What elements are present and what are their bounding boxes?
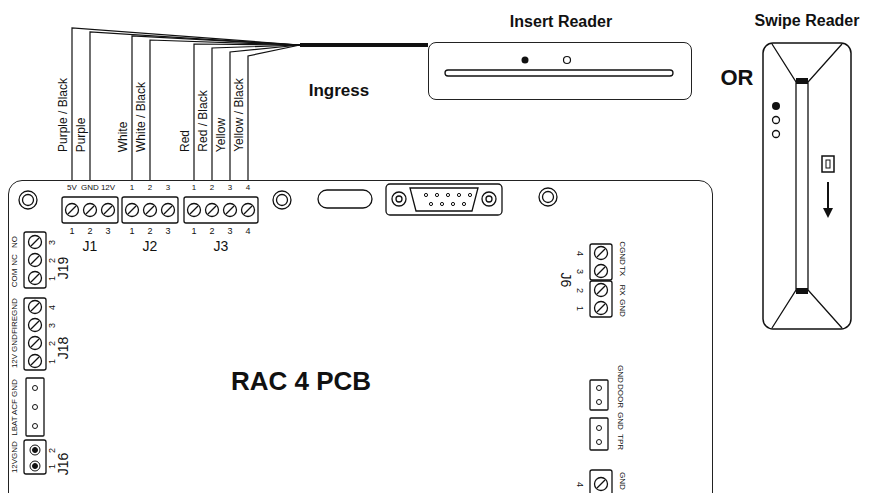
wire-color-label: Purple bbox=[75, 117, 87, 152]
wire-color-label: White bbox=[117, 121, 129, 152]
pin-label: 4 bbox=[575, 481, 584, 486]
reader-title: Insert Reader bbox=[510, 14, 612, 30]
pin-label: 2 bbox=[147, 227, 152, 236]
pin-label: 4 bbox=[575, 250, 584, 255]
card-reader: Insert Reader bbox=[428, 42, 692, 100]
db9-pins bbox=[424, 193, 471, 205]
pin-label: GND bbox=[618, 472, 626, 490]
pin-label: 1 bbox=[69, 227, 74, 236]
connector-name: J6 bbox=[559, 273, 573, 288]
pin-label: 1 bbox=[575, 305, 584, 310]
card-reader: Swipe Reader bbox=[762, 42, 852, 330]
pin-label: GND bbox=[616, 365, 624, 383]
reader-title: Swipe Reader bbox=[755, 13, 860, 29]
pin-label: 3 bbox=[575, 268, 584, 273]
pin-label: 3 bbox=[105, 227, 110, 236]
pin-label: GND bbox=[616, 412, 624, 430]
wire bbox=[90, 32, 428, 180]
wire-color-label: Red bbox=[179, 130, 191, 152]
pin-label: 12V bbox=[11, 459, 19, 473]
connector-name: J16 bbox=[56, 453, 70, 476]
pin-label: ACF bbox=[11, 399, 19, 415]
annotation-text: OR bbox=[721, 67, 754, 89]
pin-label: 2 bbox=[148, 184, 152, 192]
insert-reader-body bbox=[429, 43, 690, 98]
pin-label: 2 bbox=[87, 227, 92, 236]
pin-label: 12V bbox=[101, 184, 115, 192]
wire-color-label: Yellow bbox=[215, 118, 227, 152]
pin-label: GND bbox=[11, 298, 19, 316]
pin-label: 2 bbox=[210, 184, 214, 192]
pin-label: GND bbox=[618, 299, 626, 317]
pin-label: 3 bbox=[48, 322, 57, 327]
pin-label: 4 bbox=[246, 184, 250, 192]
pin-label: 5V bbox=[67, 184, 77, 192]
pin-label: 12V bbox=[11, 354, 19, 368]
pin-label: 2 bbox=[48, 447, 57, 452]
pin-label: 2 bbox=[575, 287, 584, 292]
pin-label: LBAT bbox=[11, 416, 19, 435]
wire bbox=[212, 45, 428, 180]
connector-name: J3 bbox=[214, 239, 229, 253]
pin-label: GND bbox=[81, 184, 99, 192]
pin-label: 1 bbox=[130, 184, 134, 192]
pin-label: 3 bbox=[165, 227, 170, 236]
pin-label: 3 bbox=[48, 239, 57, 244]
annotation-text: Ingress bbox=[309, 82, 369, 99]
pin-label: 1 bbox=[191, 227, 196, 236]
pin-label: 2 bbox=[209, 227, 214, 236]
wire bbox=[72, 28, 428, 180]
wire bbox=[194, 44, 428, 180]
pin-label: 3 bbox=[166, 184, 170, 192]
header-pins bbox=[30, 386, 602, 472]
pin-label: FIRE bbox=[11, 316, 19, 334]
pin-label: NC bbox=[11, 254, 19, 266]
terminal-blocks bbox=[19, 184, 612, 493]
wire-color-label: White / Black bbox=[135, 82, 147, 152]
pin-label: GND bbox=[11, 334, 19, 352]
pin-label: COM bbox=[11, 269, 19, 288]
terminal-screws bbox=[29, 204, 608, 491]
pin-label: NO bbox=[11, 236, 19, 248]
pin-label: 1 bbox=[129, 227, 134, 236]
pin-label: 3 bbox=[228, 184, 232, 192]
pin-label: GND bbox=[11, 379, 19, 397]
connector-name: J1 bbox=[83, 239, 98, 253]
connector-name: J19 bbox=[56, 257, 70, 280]
wire bbox=[150, 40, 428, 180]
wire-color-label: Purple / Black bbox=[57, 78, 69, 152]
pin-label: 1 bbox=[192, 184, 196, 192]
wire-color-label: Yellow / Black bbox=[233, 78, 245, 152]
pin-label: CGND bbox=[618, 241, 626, 265]
pin-label: 4 bbox=[48, 304, 57, 309]
pin-label: GND bbox=[11, 441, 19, 459]
connector-name: J18 bbox=[56, 337, 70, 360]
pin-label: RX bbox=[618, 284, 626, 295]
wire bbox=[248, 45, 428, 180]
wire bbox=[132, 36, 428, 180]
swipe-reader-body bbox=[762, 42, 852, 330]
pin-label: DOOR bbox=[616, 384, 624, 408]
pin-label: 3 bbox=[227, 227, 232, 236]
wire-color-label: Red / Black bbox=[197, 91, 209, 152]
pin-label: TPR bbox=[616, 434, 624, 450]
pin-label: TX bbox=[618, 266, 626, 276]
wire bbox=[230, 45, 428, 180]
circuit-board: RAC 4 PCB bbox=[8, 180, 713, 493]
pin-label: 4 bbox=[245, 227, 250, 236]
connector-name: J2 bbox=[143, 239, 158, 253]
board-title: RAC 4 PCB bbox=[231, 368, 371, 394]
